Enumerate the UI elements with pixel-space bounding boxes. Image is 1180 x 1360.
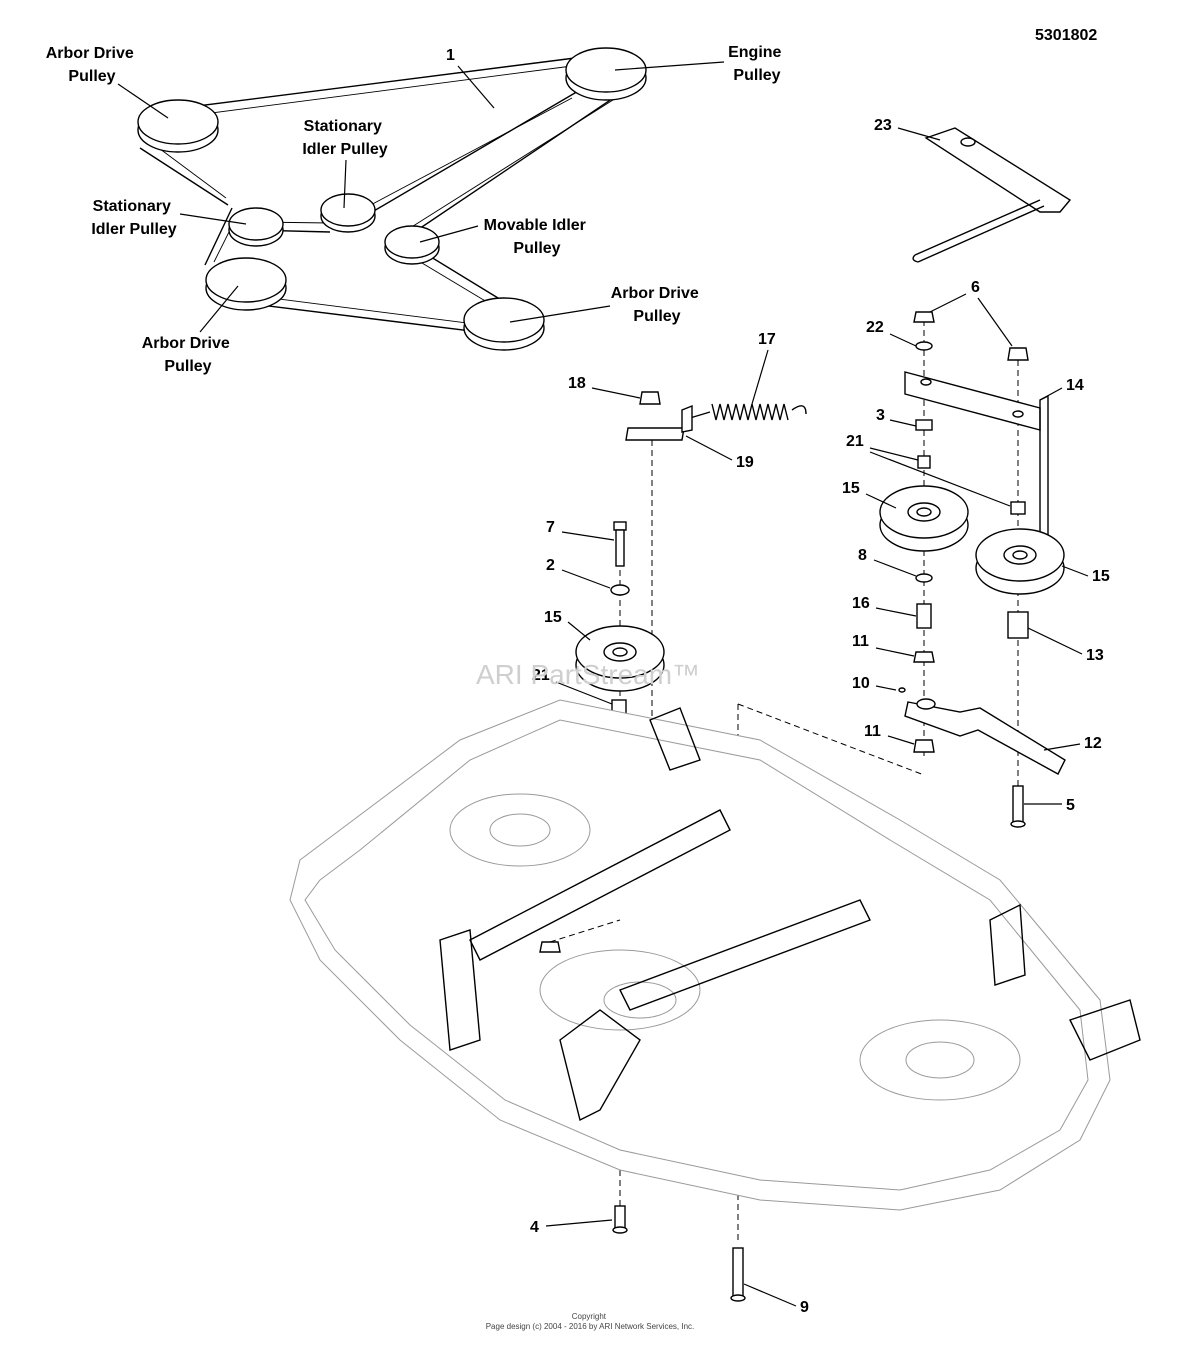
callout-16: 16 — [852, 595, 870, 612]
mower-deck — [289, 699, 1141, 1211]
callout-19: 19 — [736, 454, 754, 471]
callout-2: 2 — [546, 557, 555, 574]
callout-5: 5 — [1066, 797, 1075, 814]
callout-12: 12 — [1084, 735, 1102, 752]
callout-8: 8 — [858, 547, 867, 564]
label-stationary-idler-top: Stationary Idler Pulley — [302, 118, 387, 158]
stationary-idler-pulley-left — [228, 207, 284, 247]
callout-21-right: 21 — [846, 433, 864, 450]
label-stationary-idler-left: Stationary Idler Pulley — [91, 198, 176, 238]
callout-7: 7 — [546, 519, 555, 536]
callout-22: 22 — [866, 319, 884, 336]
callout-15-center: 15 — [544, 609, 562, 626]
callout-18: 18 — [568, 375, 586, 392]
arbor-drive-pulley-left — [137, 99, 219, 153]
callout-11-top: 11 — [852, 633, 869, 650]
callout-21-center: 21 — [532, 667, 550, 684]
callout-17: 17 — [758, 331, 776, 348]
copyright: Copyright Page design (c) 2004 - 2016 by… — [486, 1312, 695, 1331]
callout-15-left: 15 — [842, 480, 860, 497]
callout-9: 9 — [800, 1299, 809, 1316]
arbor-drive-pulley-bottom — [205, 257, 287, 311]
belt-labels: Arbor Drive Pulley Engine Pulley Station… — [46, 44, 786, 375]
stationary-idler-pulley-top — [320, 193, 376, 233]
callout-4: 4 — [530, 1219, 539, 1236]
engine-pulley — [565, 47, 647, 101]
callout-13: 13 — [1086, 647, 1104, 664]
callout-23: 23 — [874, 117, 892, 134]
callout-14: 14 — [1066, 377, 1084, 394]
label-engine-pulley: Engine Pulley — [728, 44, 786, 84]
callout-3: 3 — [876, 407, 885, 424]
movable-idler-pulley — [384, 225, 440, 265]
callout-15-right: 15 — [1092, 568, 1110, 585]
callout-6-top: 6 — [971, 279, 980, 296]
diagram-id: 5301802 — [1035, 27, 1097, 44]
callout-1: 1 — [446, 47, 455, 64]
belt-routing — [137, 47, 647, 351]
label-arbor-drive-right: Arbor Drive Pulley — [611, 285, 703, 325]
label-arbor-drive-left: Arbor Drive Pulley — [46, 45, 138, 85]
callout-10: 10 — [852, 675, 870, 692]
label-arbor-drive-bottom: Arbor Drive Pulley — [142, 335, 234, 375]
part-23-rod: 23 — [874, 117, 1072, 263]
label-movable-idler: Movable Idler Pulley — [484, 217, 591, 257]
watermark: ARI PartStream™ — [476, 659, 700, 690]
arbor-drive-pulley-right — [463, 297, 545, 351]
movable-idler-assembly: 6 22 14 3 21 15 15 8 16 13 11 10 11 12 5 — [842, 279, 1110, 828]
callout-11-bottom: 11 — [864, 723, 881, 740]
